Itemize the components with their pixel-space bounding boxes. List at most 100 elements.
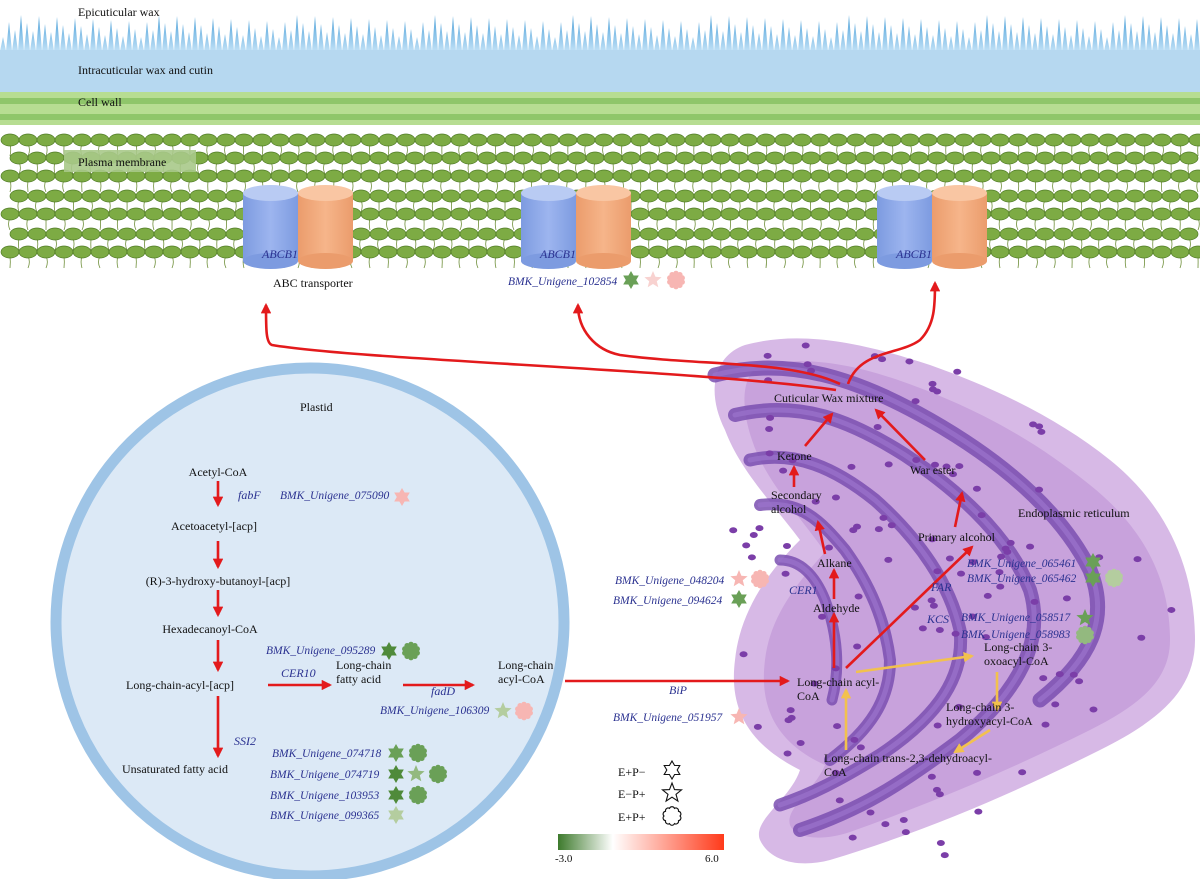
gene-102854: BMK_Unigene_102854 (508, 276, 617, 288)
endoplasmic-reticulum: Endoplasmic reticulum (707, 338, 1195, 864)
gene-065461: BMK_Unigene_065461 (967, 558, 1076, 570)
color-scale-bar (558, 834, 724, 850)
er-genes: CER1 FAR KCS BiP BMK_Unigene_048204 BMK_… (613, 558, 1076, 724)
abc-transporter-3: ABCB1 (877, 185, 987, 269)
er-compounds: Cuticular Wax mixture Ketone Secondary a… (771, 391, 1052, 779)
intracuticular-layer (0, 50, 1200, 92)
plasma-membrane-tag (64, 150, 196, 172)
gene-074719: BMK_Unigene_074719 (270, 769, 379, 781)
gene-103953: BMK_Unigene_103953 (270, 790, 379, 802)
enzyme-far: FAR (930, 580, 952, 594)
compound-hydroxyacyl-line2: hydroxyacyl-CoA (946, 714, 1033, 728)
legend-shapes (661, 759, 683, 826)
er-cisternae (707, 360, 1106, 837)
arrow-acyl-to-primary-alcohol (845, 545, 974, 669)
compound-cuticular-wax-mixture: Cuticular Wax mixture (774, 391, 883, 405)
compound-secondary-alcohol-line2: alcohol (771, 502, 807, 516)
legend: E+P− E−P+ E+P+ -3.0 6.0 (555, 759, 724, 865)
marker-065462-ep-minus (1085, 569, 1101, 587)
compound-oxoacyl-line1: Long-chain 3- (984, 640, 1052, 654)
compound-wax-ester: War ester (910, 463, 955, 477)
enzyme-kcs: KCS (926, 612, 949, 626)
plastid-organelle (50, 362, 570, 879)
compound-lcfa-line1: Long-chain (336, 658, 391, 672)
enzyme-fabf: fabF (238, 488, 261, 502)
compound-oxoacyl-line2: oxoacyl-CoA (984, 654, 1049, 668)
compound-ketone: Ketone (777, 449, 812, 463)
arrow-hydroxyacyl-to-dehydro (953, 728, 991, 754)
legend-label-ep-minus: E+P− (618, 765, 646, 779)
marker-099365-ep-minus (388, 806, 404, 824)
marker-058517-em-plus (1076, 609, 1094, 626)
arrow-mixture-to-transporter-mid (572, 302, 841, 386)
arrow-ketone-to-mixture (804, 412, 834, 447)
gene-058983: BMK_Unigene_058983 (961, 629, 1070, 641)
enzyme-cer1: CER1 (789, 583, 818, 597)
gene-065462: BMK_Unigene_065462 (967, 573, 1076, 585)
arrow-alkane-to-secondary (814, 519, 827, 555)
abc-transporter-1: ABCB1 (243, 185, 353, 269)
marker-074719-em-plus (407, 765, 425, 782)
gene-048204: BMK_Unigene_048204 (615, 575, 724, 587)
marker-102854-ep-minus (623, 271, 639, 289)
enzyme-ssi2: SSI2 (234, 734, 256, 748)
legend-shape-scalloped (662, 806, 682, 826)
fatty-acid-elongation-cycle (840, 651, 1003, 754)
arrow-primary-to-ester (953, 490, 966, 528)
abcb1-label-1: ABCB1 (261, 247, 298, 261)
gene-058517: BMK_Unigene_058517 (961, 612, 1071, 624)
compound-er-lcacoa-line2: CoA (797, 689, 820, 703)
compound-primary-alcohol: Primary alcohol (918, 530, 996, 544)
compound-dehydroacyl-line1: Long-chain trans-2,3-dehydroacyl- (824, 751, 992, 765)
gene-094624: BMK_Unigene_094624 (613, 595, 722, 607)
compound-lcfa-line2: fatty acid (336, 672, 381, 686)
compound-er-lcacoa-line1: Long-chain acyl- (797, 675, 879, 689)
marker-102854-em-plus (644, 271, 662, 288)
cell-surface-layers: Epicuticular wax Intracuticular wax and … (0, 0, 1200, 125)
compound-long-chain-acyl-acp: Long-chain-acyl-[acp] (126, 678, 234, 692)
legend-label-em-plus: E−P+ (618, 787, 646, 801)
marker-106309-ep-plus (515, 701, 533, 721)
legend-shape-pentastar (661, 781, 683, 803)
compound-dehydroacyl-line2: CoA (824, 765, 847, 779)
marker-095289-ep-minus (381, 642, 397, 660)
compound-unsaturated-fatty-acid: Unsaturated fatty acid (122, 762, 228, 776)
compound-hydroxy-butanoyl-acp: (R)-3-hydroxy-butanoyl-[acp] (146, 574, 291, 588)
legend-shape-hexastar (663, 759, 681, 781)
scale-min-label: -3.0 (555, 853, 573, 865)
plasma-membrane-label: Plasma membrane (78, 155, 166, 169)
intracuticular-label: Intracuticular wax and cutin (78, 63, 213, 77)
marker-075090-ep-minus (394, 488, 410, 506)
arrow-ester-to-mixture (874, 408, 926, 461)
marker-103953-ep-plus (409, 785, 427, 805)
marker-095289-ep-plus (402, 641, 420, 661)
enzyme-fadd: fadD (431, 684, 455, 698)
gene-106309: BMK_Unigene_106309 (380, 705, 489, 717)
marker-074719-ep-minus (388, 765, 404, 783)
enzyme-cer10: CER10 (281, 666, 316, 680)
marker-051957-em-plus (730, 708, 748, 725)
compound-lcacoa-line1: Long-chain (498, 658, 553, 672)
abc-transporter-label: ABC transporter (273, 276, 353, 290)
compound-alkane: Alkane (817, 556, 852, 570)
enzyme-bip: BiP (669, 683, 688, 697)
cell-wall-layer (0, 92, 1200, 125)
er-title: Endoplasmic reticulum (1018, 506, 1130, 520)
abcb1-label-2: ABCB1 (539, 247, 576, 261)
marker-106309-em-plus (494, 702, 512, 719)
gene-074718: BMK_Unigene_074718 (272, 748, 381, 760)
plastid: Plastid (50, 362, 570, 879)
compound-secondary-alcohol-line1: Secondary (771, 488, 822, 502)
marker-048204-em-plus (730, 570, 748, 587)
compound-hexadecanoyl-coa: Hexadecanoyl-CoA (162, 622, 258, 636)
legend-label-ep-plus: E+P+ (618, 810, 646, 824)
gene-095289: BMK_Unigene_095289 (266, 645, 375, 657)
marker-065461-ep-minus (1085, 553, 1101, 571)
plastid-title: Plastid (300, 400, 333, 414)
epicuticular-wax-label: Epicuticular wax (78, 5, 160, 19)
compound-lcacoa-line2: acyl-CoA (498, 672, 545, 686)
arrow-acyl-to-oxoacyl (855, 651, 975, 674)
